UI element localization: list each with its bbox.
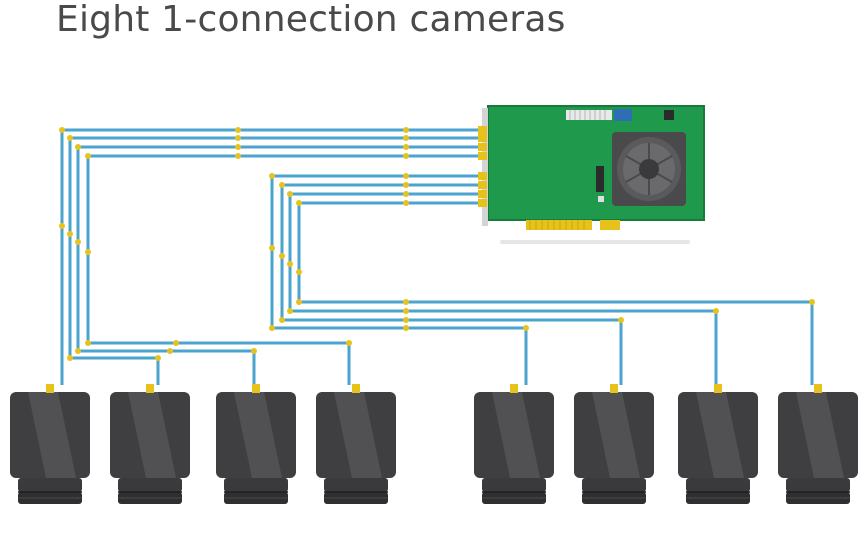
camera-icon — [777, 383, 859, 505]
cable-camera-1 — [60, 128, 478, 385]
cable-camera-8 — [297, 201, 814, 385]
camera-icon — [215, 383, 297, 505]
camera-icon — [109, 383, 191, 505]
camera-icon — [9, 383, 91, 505]
camera-icon — [677, 383, 759, 505]
camera-row — [9, 383, 859, 505]
camera-icon — [473, 383, 555, 505]
cable-connectors — [59, 127, 815, 361]
diagram-title: Eight 1-connection cameras — [56, 0, 566, 40]
cable-camera-3 — [76, 145, 478, 385]
frame-grabber-card-icon — [478, 105, 705, 244]
cable-camera-7 — [288, 192, 718, 385]
camera-icon — [315, 383, 397, 505]
camera-icon — [573, 383, 655, 505]
